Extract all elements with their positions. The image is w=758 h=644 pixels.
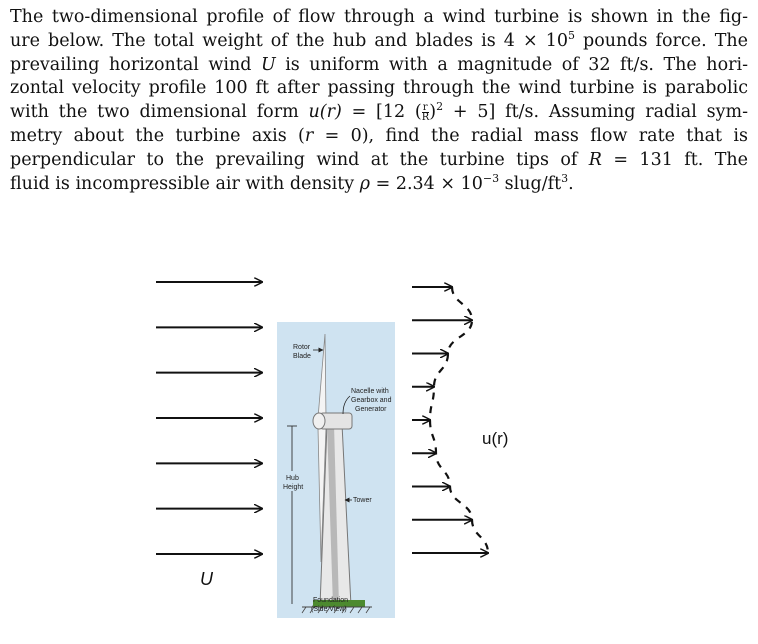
problem-line: fluid is incompressible air with density… bbox=[10, 173, 748, 197]
velocity-profile-curve bbox=[428, 286, 490, 554]
hub-label: Hub bbox=[286, 475, 299, 482]
blade-label: Blade bbox=[293, 353, 311, 360]
problem-line: with the two dimensional form u(r) = [12… bbox=[10, 101, 748, 125]
nacelle-label-line1: Nacelle with bbox=[351, 388, 389, 395]
nacelle-pointer bbox=[342, 395, 351, 415]
problem-line: The two-dimensional profile of flow thro… bbox=[10, 6, 748, 30]
tower-shading bbox=[327, 424, 339, 606]
text-run: ure below. The total weight of the hub a… bbox=[10, 30, 568, 51]
text-run: The two-dimensional profile of flow thro… bbox=[10, 7, 748, 27]
nacelle-label-line2: Gearbox and bbox=[351, 397, 392, 404]
problem-line: perpendicular to the prevailing wind at … bbox=[10, 149, 748, 173]
math-variable: ρ bbox=[359, 173, 371, 194]
side-view-label: (Side View) bbox=[311, 606, 347, 613]
text-run: + 5] ft/s. Assuming radial sym- bbox=[443, 102, 749, 123]
exponent: 2 bbox=[436, 100, 444, 114]
exponent: 3 bbox=[561, 171, 569, 185]
text-run: with the two dimensional form bbox=[10, 102, 309, 123]
hub-height-label-background bbox=[281, 471, 307, 491]
text-run: fluid is incompressible air with density bbox=[10, 173, 360, 194]
text-run: metry about the turbine axis ( bbox=[10, 125, 305, 146]
fraction-numerator: r bbox=[421, 102, 430, 114]
text-run: = [12 ( bbox=[341, 102, 422, 123]
exponent: 5 bbox=[567, 28, 575, 42]
text-run: ) bbox=[429, 102, 437, 123]
text-run: prevailing horizontal wind bbox=[10, 54, 261, 75]
text-run: slug/ft bbox=[499, 173, 562, 194]
text-run: perpendicular to the prevailing wind at … bbox=[10, 149, 589, 170]
fraction-denominator: R bbox=[421, 112, 430, 124]
height-label: Height bbox=[283, 484, 303, 491]
text-run: = 2.34 × 10 bbox=[370, 173, 483, 194]
outlet-velocity-arrows bbox=[412, 287, 488, 553]
exponent: −3 bbox=[482, 171, 500, 185]
text-run: pounds force. The bbox=[574, 30, 748, 51]
foundation bbox=[313, 600, 365, 607]
text-run: . bbox=[568, 173, 574, 194]
problem-line: metry about the turbine axis (r = 0), fi… bbox=[10, 125, 748, 149]
problem-statement: The two-dimensional profile of flow thro… bbox=[10, 6, 748, 196]
inlet-velocity-arrows bbox=[156, 282, 262, 554]
math-variable: U bbox=[260, 54, 276, 75]
problem-line: prevailing horizontal wind U is uniform … bbox=[10, 54, 748, 78]
text-run: zontal velocity profile 100 ft after pas… bbox=[10, 78, 748, 99]
math-function: u(r) bbox=[308, 102, 342, 123]
inlet-velocity-label: U bbox=[200, 569, 214, 589]
text-run: = 131 ft. The bbox=[601, 149, 748, 170]
foundation-label: Foundation bbox=[313, 597, 348, 604]
problem-line: zontal velocity profile 100 ft after pas… bbox=[10, 77, 748, 101]
turbine-panel: Rotor Blade Nacelle with Gearbox and Gen… bbox=[277, 322, 395, 618]
math-variable: r bbox=[304, 125, 314, 146]
rotor-label: Rotor bbox=[293, 344, 311, 351]
nacelle-label-line3: Generator bbox=[355, 406, 387, 413]
text-run: = 0), find the radial mass flow rate tha… bbox=[313, 125, 748, 146]
math-variable: R bbox=[588, 149, 602, 170]
problem-line: ure below. The total weight of the hub a… bbox=[10, 30, 748, 54]
outlet-velocity-label: u(r) bbox=[482, 429, 508, 448]
hub bbox=[312, 412, 326, 430]
text-run: is uniform with a magnitude of 32 ft/s. … bbox=[275, 54, 748, 75]
ground-hatching bbox=[301, 606, 371, 614]
tower-label: Tower bbox=[353, 497, 372, 504]
